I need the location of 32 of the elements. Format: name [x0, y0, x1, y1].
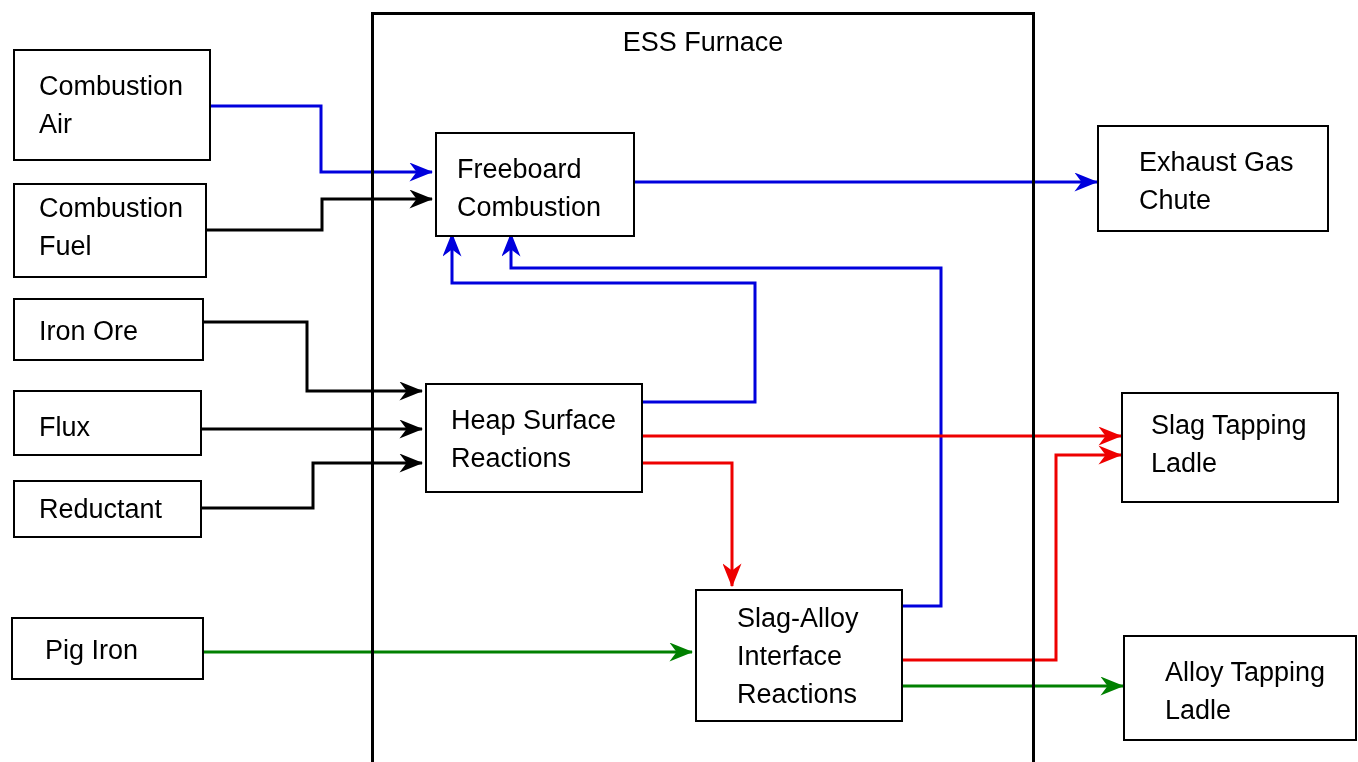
box-label: Slag-Alloy Interface Reactions — [737, 602, 860, 711]
arrow — [204, 320, 424, 401]
process-box — [11, 617, 204, 680]
box-label: Reductant — [39, 493, 164, 526]
box-label: Iron Ore — [39, 315, 140, 348]
process-box — [435, 132, 635, 237]
process-box — [13, 480, 202, 538]
box-label: Slag Tapping Ladle — [1151, 409, 1308, 480]
process-box — [13, 183, 207, 278]
arrow — [202, 419, 424, 439]
box-label: Heap Surface Reactions — [451, 404, 618, 475]
process-box — [13, 298, 204, 361]
arrow — [207, 189, 434, 232]
process-box — [13, 390, 202, 456]
process-box — [13, 49, 211, 161]
process-box — [695, 589, 903, 722]
container-title: ESS Furnace — [621, 26, 785, 59]
arrow — [204, 642, 694, 662]
box-label: Freeboard Combustion — [457, 153, 603, 224]
arrow — [202, 453, 424, 510]
process-box — [1123, 635, 1357, 741]
box-label: Exhaust Gas Chute — [1139, 146, 1295, 217]
furnace-container — [371, 12, 1035, 762]
process-box — [1121, 392, 1339, 503]
process-box — [1097, 125, 1329, 232]
process-box — [425, 383, 643, 493]
box-label: Combustion Air — [39, 70, 185, 141]
box-label: Pig Iron — [45, 634, 140, 667]
box-label: Alloy Tapping Ladle — [1165, 656, 1327, 727]
box-label: Combustion Fuel — [39, 192, 185, 263]
box-label: Flux — [39, 411, 91, 444]
arrow — [211, 104, 434, 182]
